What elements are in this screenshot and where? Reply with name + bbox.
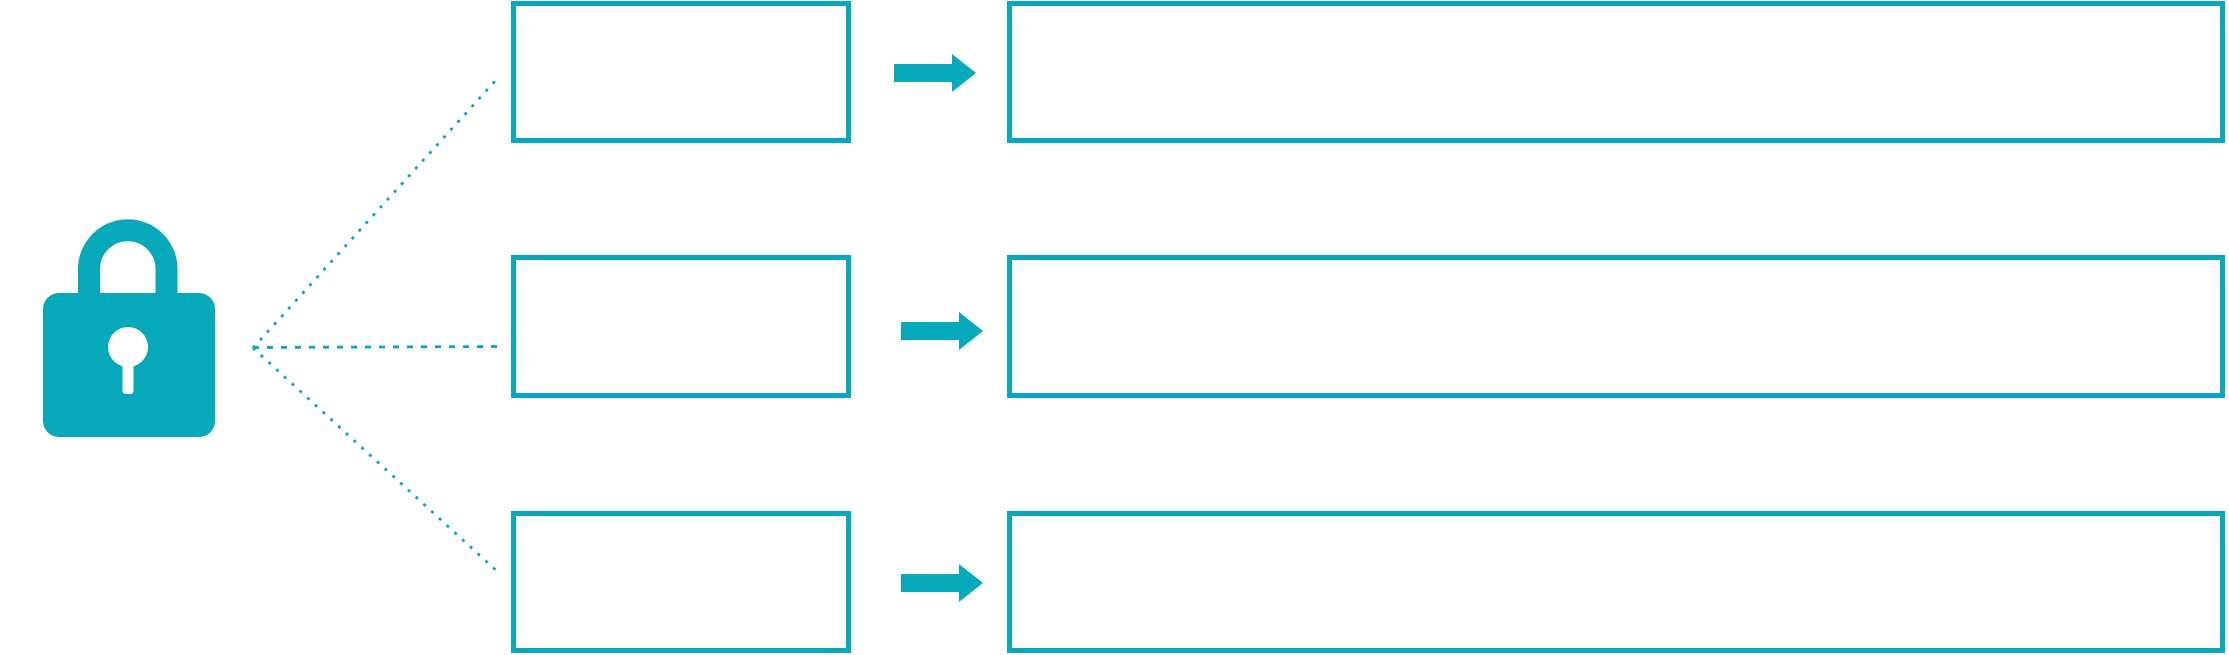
connector-line-middle — [252, 345, 504, 349]
arrow-right-icon — [901, 312, 983, 350]
arrow-right-icon — [901, 564, 983, 602]
input-box-3 — [511, 511, 851, 653]
lock-icon — [43, 219, 215, 437]
connector-line-bottom — [252, 346, 500, 575]
connector-layer — [43, 79, 504, 575]
input-box-2 — [511, 255, 851, 398]
arrow-right-icon — [894, 54, 976, 92]
output-box-1 — [1007, 1, 2225, 143]
output-box-3 — [1007, 511, 2225, 653]
input-box-1 — [511, 1, 851, 143]
output-box-2 — [1007, 255, 2225, 398]
connector-line-top — [251, 79, 498, 349]
